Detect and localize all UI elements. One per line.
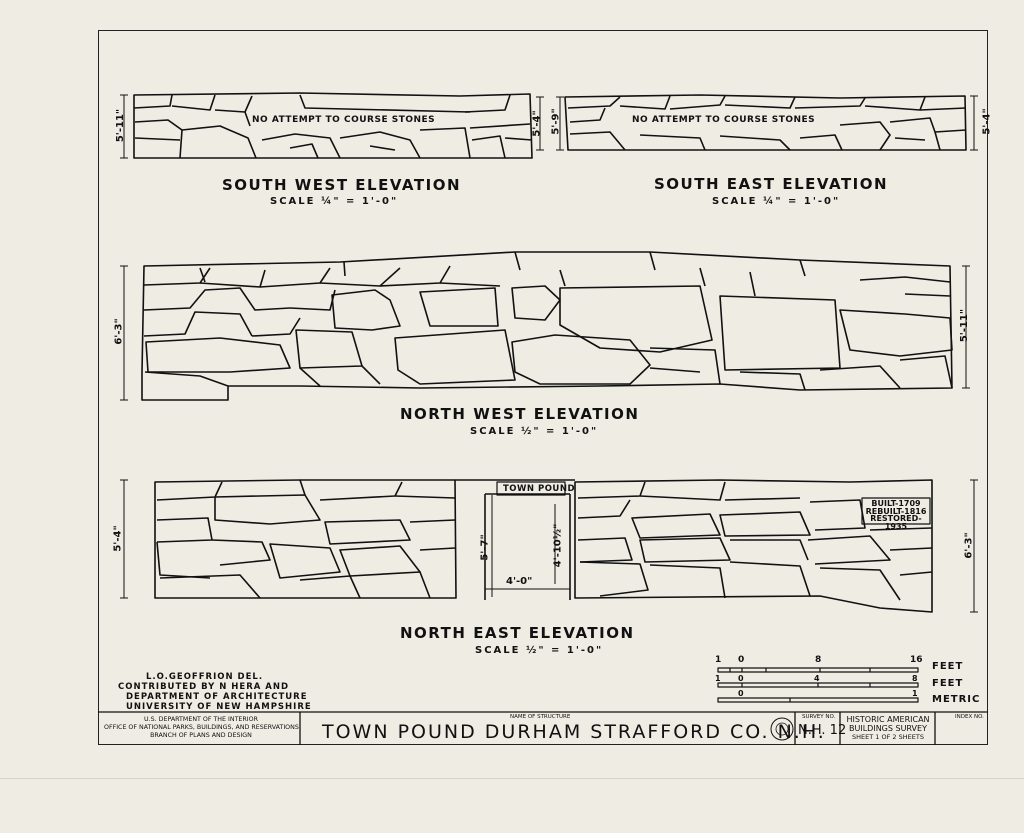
south-west-dim-left: 5'-11" bbox=[115, 108, 127, 143]
north-east-dim-left: 5'-4" bbox=[112, 525, 124, 552]
scale-metric-tick-0: 0 bbox=[738, 689, 744, 698]
south-east-dim-left: 5'-9" bbox=[550, 108, 562, 135]
name-of-structure-label: NAME OF STRUCTURE bbox=[510, 714, 571, 720]
south-west-dim-right: 5'-4" bbox=[531, 110, 543, 137]
north-west-scale: SCALE ½" = 1'-0" bbox=[470, 426, 599, 437]
survey-no-label: SURVEY NO. bbox=[802, 714, 836, 720]
habs-seal bbox=[770, 717, 794, 741]
scale-feet-large-unit: FEET bbox=[932, 678, 964, 689]
town-pound-sign-frame bbox=[496, 481, 566, 496]
plaque-line-restored: RESTORED-1935 bbox=[870, 514, 922, 531]
scale-metric-tick-1: 1 bbox=[912, 689, 918, 698]
scale-feet-small-tick-16: 16 bbox=[910, 655, 923, 665]
scale-feet-large-tick-0: 0 bbox=[738, 674, 744, 683]
south-east-scale: SCALE ¼" = 1'-0" bbox=[712, 196, 841, 207]
structure-title: TOWN POUND DURHAM STRAFFORD CO. N.H. bbox=[322, 721, 826, 743]
north-east-wall-drawing bbox=[154, 479, 933, 613]
survey-number: N.H. 12 bbox=[798, 723, 847, 738]
scale-feet-small-tick-8: 8 bbox=[815, 655, 822, 665]
credit-department: DEPARTMENT OF ARCHITECTURE bbox=[126, 692, 308, 702]
scale-feet-large-tick-1: 1 bbox=[715, 674, 721, 683]
scale-feet-small-tick-1: 1 bbox=[715, 655, 722, 665]
credits: L.O.GEOFFRION DEL. CONTRIBUTED BY N HERA… bbox=[118, 672, 312, 712]
gate-opening-dim: 4'-10½" bbox=[552, 523, 564, 568]
plaque-frame bbox=[861, 497, 931, 525]
south-west-title: SOUTH WEST ELEVATION bbox=[222, 176, 461, 194]
scale-feet-large-tick-8: 8 bbox=[912, 674, 918, 683]
south-east-dim-right: 5'-4" bbox=[981, 108, 993, 135]
habs-block: HISTORIC AMERICAN BUILDINGS SURVEY SHEET… bbox=[842, 715, 934, 742]
habs-line-2: BUILDINGS SURVEY bbox=[849, 724, 927, 733]
north-west-wall-drawing bbox=[141, 251, 953, 401]
agency-line-1: U.S. DEPARTMENT OF THE INTERIOR bbox=[144, 716, 258, 723]
agency-line-3: BRANCH OF PLANS AND DESIGN bbox=[150, 732, 252, 739]
index-no-label: INDEX NO. bbox=[955, 714, 984, 720]
town-pound-sign: TOWN POUND bbox=[503, 484, 575, 494]
south-west-scale: SCALE ¼" = 1'-0" bbox=[270, 196, 399, 207]
sheet-border bbox=[98, 30, 988, 745]
agency-line-2: OFFICE OF NATIONAL PARKS, BUILDINGS, AND… bbox=[104, 724, 299, 731]
north-east-title: NORTH EAST ELEVATION bbox=[400, 624, 635, 642]
title-block-frame bbox=[98, 711, 988, 745]
north-east-dim-right: 6'-3" bbox=[963, 532, 975, 559]
scale-feet-small-unit: FEET bbox=[932, 661, 964, 672]
fold-line bbox=[0, 778, 1024, 779]
dimension-lines bbox=[120, 94, 978, 613]
plaque: BUILT-1709 REBUILT-1816 RESTORED-1935 bbox=[863, 500, 929, 530]
south-east-note: NO ATTEMPT TO COURSE STONES bbox=[632, 115, 816, 125]
credit-contributor: CONTRIBUTED BY N HERA AND bbox=[118, 682, 290, 692]
south-east-wall-drawing bbox=[564, 94, 967, 151]
south-west-wall-drawing bbox=[133, 92, 533, 159]
credit-university: UNIVERSITY OF NEW HAMPSHIRE bbox=[126, 702, 312, 712]
scale-metric-unit: METRIC bbox=[932, 694, 981, 705]
scale-feet-small-tick-0: 0 bbox=[738, 655, 745, 665]
habs-line-1: HISTORIC AMERICAN bbox=[846, 715, 930, 724]
north-west-title: NORTH WEST ELEVATION bbox=[400, 405, 640, 423]
plaque-line-rebuilt: REBUILT-1816 bbox=[865, 506, 927, 516]
gate-width-dim: 4'-0" bbox=[506, 576, 533, 587]
south-east-title: SOUTH EAST ELEVATION bbox=[654, 175, 889, 193]
gate-height-dim: 5'-7" bbox=[479, 534, 491, 561]
south-west-note: NO ATTEMPT TO COURSE STONES bbox=[252, 115, 436, 125]
agency-block: U.S. DEPARTMENT OF THE INTERIOR OFFICE O… bbox=[104, 716, 299, 740]
plaque-line-built: BUILT-1709 bbox=[871, 499, 921, 508]
north-west-dim-left: 6'-3" bbox=[113, 318, 125, 345]
scale-bar-graphics bbox=[717, 667, 919, 703]
gate-opening-drawing bbox=[455, 479, 575, 600]
north-east-scale: SCALE ½" = 1'-0" bbox=[475, 645, 604, 656]
scale-feet-large-tick-4: 4 bbox=[814, 674, 820, 683]
credit-delineator: L.O.GEOFFRION DEL. bbox=[146, 672, 264, 682]
sheet-count: SHEET 1 OF 2 SHEETS bbox=[852, 733, 924, 741]
north-west-dim-right: 5'-11" bbox=[959, 308, 971, 343]
